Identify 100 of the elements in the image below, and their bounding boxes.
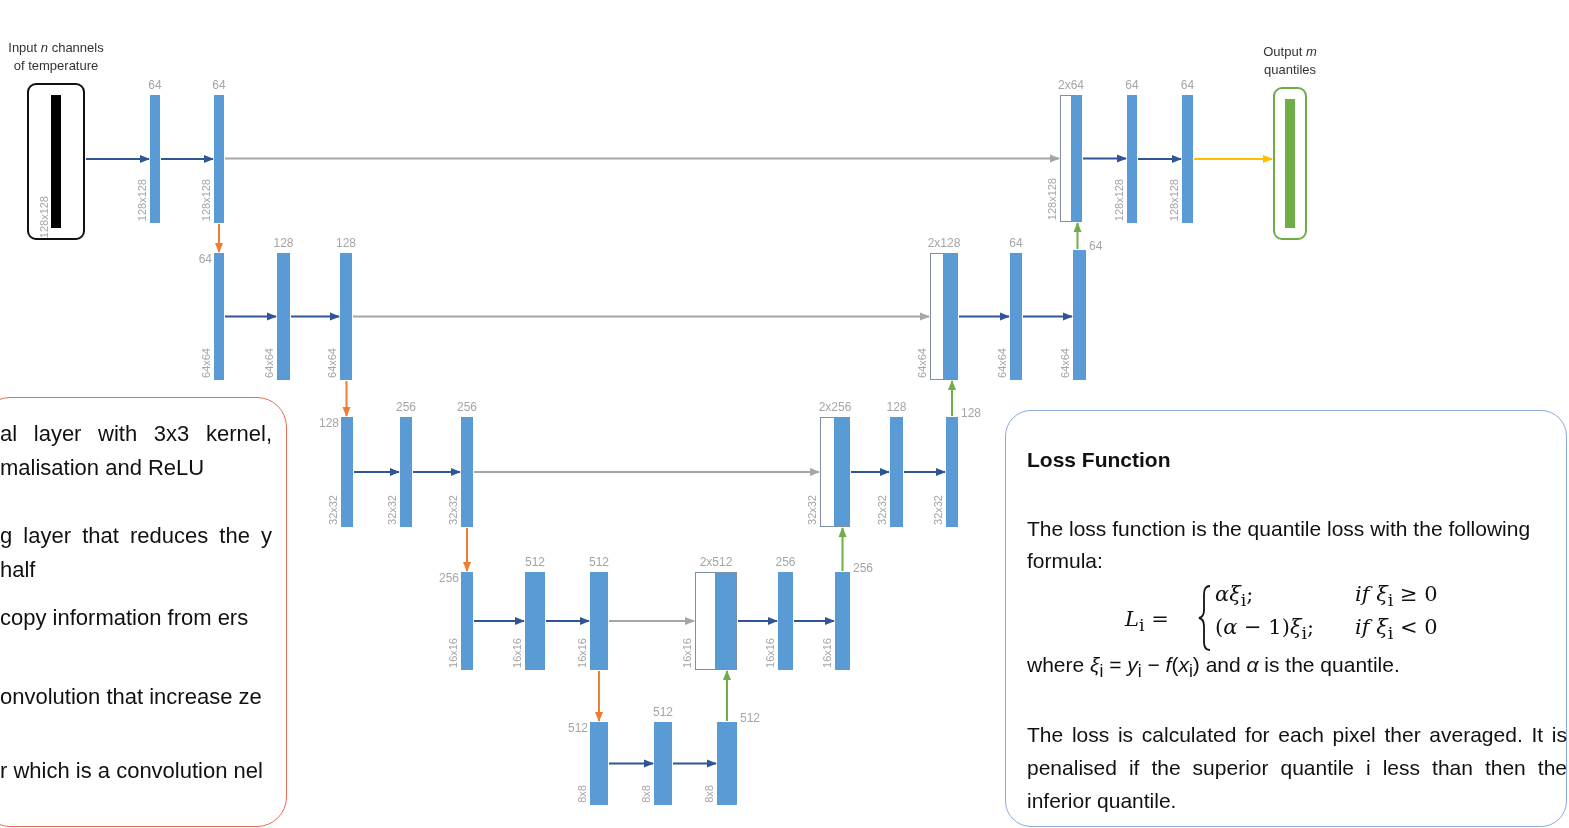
arrow <box>723 670 731 722</box>
size-label: 128x128 <box>1113 178 1125 221</box>
channel-count: 2x512 <box>699 556 733 569</box>
formula-text: if ξ$_{i}$ < 0 <box>1355 615 1438 644</box>
legend-text: r which is a convolution nel <box>0 757 264 785</box>
arrow <box>595 670 603 722</box>
size-label: 16x16 <box>764 638 776 668</box>
legend-text: g layer that reduces the y half <box>0 522 272 584</box>
size-label: 128x128 <box>1046 177 1058 220</box>
arrow <box>948 380 956 417</box>
channel-count: 2x128 <box>927 237 961 250</box>
arrow <box>793 617 835 625</box>
size-label: 64x64 <box>996 348 1008 378</box>
arrow <box>1082 154 1127 163</box>
size-label: 64x64 <box>1059 348 1071 378</box>
size-label: 32x32 <box>386 495 398 525</box>
size-label: 32x32 <box>806 495 818 525</box>
channel-count: 2x256 <box>818 401 852 414</box>
legend-text: al layer with 3x3 kernel, malisation and ReLU <box>0 420 272 482</box>
formula-text: (α − 1)ξ$_{i}$; <box>1215 615 1315 644</box>
arrow <box>838 527 847 572</box>
channel-count: 256 <box>853 562 874 575</box>
channel-count: 512 <box>653 706 673 719</box>
legend-text: copy information from ers <box>0 604 250 632</box>
channel-count: 256 <box>457 401 477 414</box>
size-label: 16x16 <box>447 638 459 668</box>
arrow <box>290 312 340 321</box>
channel-count: 512 <box>525 556 545 569</box>
arrow <box>463 527 471 572</box>
arrow <box>958 312 1010 321</box>
arrow <box>737 617 778 625</box>
arrow <box>545 617 590 625</box>
size-label: 16x16 <box>511 638 523 668</box>
channel-count: 64 <box>1089 240 1103 253</box>
size-label: 128x128 <box>136 178 148 221</box>
size-label: 32x32 <box>932 495 944 525</box>
size-label: 8x8 <box>576 785 588 803</box>
channel-count: 256 <box>438 572 459 585</box>
size-label: 8x8 <box>640 785 652 803</box>
formula-text: L$_{i}$ = <box>1125 607 1169 636</box>
body-text: The loss function is the quantile loss with the following formula: <box>1027 516 1532 574</box>
arrow <box>1073 222 1082 250</box>
arrow <box>342 380 351 417</box>
channel-count: 64 <box>148 79 162 92</box>
channel-count: 64 <box>1180 79 1195 92</box>
size-label: 64x64 <box>200 348 212 378</box>
arrow <box>1137 155 1182 163</box>
size-label: 8x8 <box>703 785 715 803</box>
channel-count: 128 <box>961 407 982 420</box>
channel-count: 512 <box>567 722 588 735</box>
arrow <box>903 468 946 476</box>
channel-count: 64 <box>1009 237 1023 250</box>
arrow <box>672 759 717 768</box>
channel-count: 256 <box>775 556 796 569</box>
channel-count: 512 <box>589 556 609 569</box>
size-label: 16x16 <box>821 638 833 668</box>
formula-text: if ξ$_{i}$ ≥ 0 <box>1355 582 1438 611</box>
size-label: 64x64 <box>263 348 275 378</box>
panel-heading: Loss Function <box>1027 448 1171 472</box>
size-label: 32x32 <box>876 495 888 525</box>
channel-count: 128 <box>273 237 294 250</box>
arrow <box>1193 155 1273 163</box>
size-label: 64x64 <box>916 348 928 378</box>
arrow <box>224 154 1060 163</box>
channel-count: 128 <box>886 401 907 414</box>
output-title: Output m quantiles <box>1262 43 1318 79</box>
channel-count: 128 <box>336 237 356 250</box>
arrow <box>473 617 525 625</box>
channel-count: 64 <box>212 79 226 92</box>
arrow <box>412 468 461 476</box>
channel-count: 64 <box>198 253 212 266</box>
arrow <box>215 223 223 253</box>
arrow <box>473 468 820 476</box>
formula-text: αξ$_{i}$; <box>1215 582 1254 611</box>
arrow <box>160 155 214 163</box>
body-text: where ξ$_{i}$ = y$_{i}$ − f(x$_{i}$) and α is the quantile. <box>1027 653 1400 683</box>
size-label: 128x128 <box>1168 178 1180 221</box>
input-title: Input n channels of temperature <box>8 39 104 75</box>
size-label: 32x32 <box>327 495 339 525</box>
arrow <box>353 468 400 476</box>
arrow <box>1022 312 1073 321</box>
size-label: 32x32 <box>447 495 459 525</box>
size-label: 16x16 <box>576 638 588 668</box>
arrow <box>608 759 654 768</box>
channel-count: 64 <box>1125 79 1139 92</box>
arrow <box>85 155 150 163</box>
body-text: The loss is calculated for each pixel ther averaged. It is penalised if the superior quantile i less than then the inferior quantile. <box>1027 722 1567 814</box>
arrow <box>608 617 695 625</box>
size-label: 16x16 <box>681 638 693 668</box>
arrow <box>850 468 890 476</box>
arrow <box>352 312 930 321</box>
channel-count: 2x64 <box>1058 79 1084 92</box>
channel-count: 512 <box>740 712 761 725</box>
size-label: 128x128 <box>38 195 50 238</box>
size-label: 64x64 <box>326 348 338 378</box>
size-label: 128x128 <box>200 178 212 221</box>
legend-text: onvolution that increase ze <box>0 683 263 711</box>
arrow <box>224 312 277 321</box>
channel-count: 128 <box>318 417 339 430</box>
channel-count: 256 <box>396 401 416 414</box>
